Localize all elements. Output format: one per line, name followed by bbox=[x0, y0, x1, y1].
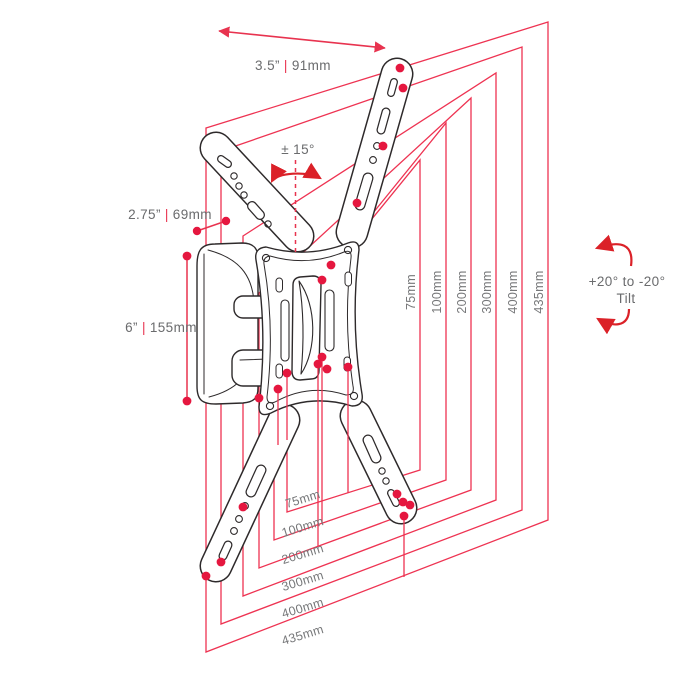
tilt-arrow-up bbox=[594, 234, 633, 267]
depth-label: 2.75”|69mm bbox=[128, 207, 212, 222]
width-dimension: 3.5”|91mm bbox=[218, 26, 386, 73]
vesa-label-right-75: 75mm bbox=[404, 274, 418, 310]
vesa-labels-right: 75mm 100mm 200mm 300mm 400mm 435mm bbox=[404, 270, 546, 313]
vesa-rect-435mm bbox=[205, 21, 549, 653]
tilt-arrow-down bbox=[596, 308, 631, 335]
vesa-rect-400mm bbox=[220, 46, 523, 625]
width-arrow bbox=[218, 26, 386, 53]
depth-leader bbox=[196, 220, 227, 232]
vesa-label-bottom-435: 435mm bbox=[280, 622, 325, 648]
wall-mount-bracket bbox=[196, 57, 418, 583]
height-dimension: 6”|155mm bbox=[125, 251, 197, 406]
vesa-leader-lines bbox=[277, 357, 405, 577]
vesa-label-right-435: 435mm bbox=[532, 270, 546, 313]
tilt-range-label: +20° to -20° bbox=[589, 274, 666, 289]
vesa-label-right-400: 400mm bbox=[506, 270, 520, 313]
swivel-rotation-arrow bbox=[270, 162, 322, 183]
height-label: 6”|155mm bbox=[125, 320, 197, 335]
tilt-word-label: Tilt bbox=[616, 291, 635, 306]
vesa-label-bottom-300: 300mm bbox=[280, 568, 325, 594]
mount-hole-dots bbox=[201, 63, 415, 581]
arm-slots bbox=[217, 78, 400, 561]
swivel-label: ± 15° bbox=[281, 142, 315, 157]
vesa-label-right-300: 300mm bbox=[480, 270, 494, 313]
vesa-label-right-100: 100mm bbox=[430, 270, 444, 313]
swivel-annotation: ± 15° bbox=[270, 142, 322, 253]
vesa-label-bottom-200: 200mm bbox=[280, 541, 325, 567]
width-label: 3.5”|91mm bbox=[255, 58, 331, 73]
depth-dimension: 2.75”|69mm bbox=[128, 207, 231, 236]
tilt-annotation: +20° to -20° Tilt bbox=[589, 234, 666, 335]
vesa-label-right-200: 200mm bbox=[455, 270, 469, 313]
